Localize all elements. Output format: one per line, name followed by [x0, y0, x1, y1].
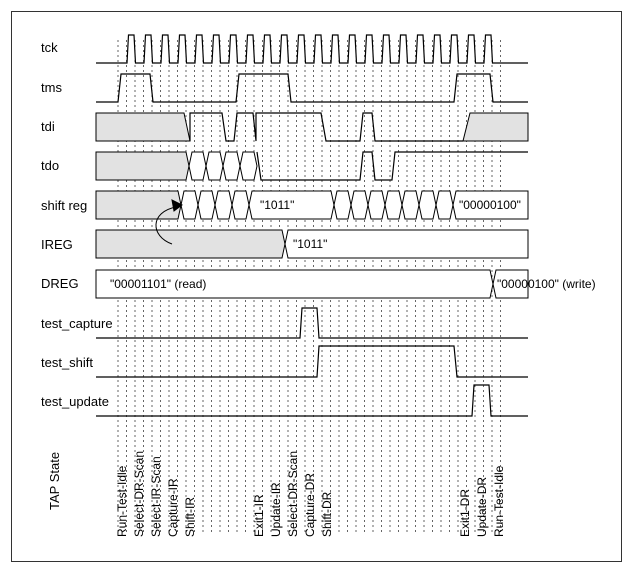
- dreg-read-value: [95, 269, 494, 299]
- tdi-undefined-region: [95, 112, 191, 142]
- signal-label-test-capture: test_capture: [41, 316, 113, 331]
- shift-reg-bit: [435, 190, 454, 220]
- tap-state-label: Update-DR: [475, 476, 489, 537]
- ireg-old-value: [95, 229, 286, 259]
- shift-reg-bit: [418, 190, 437, 220]
- tap-state-label: Select-DR-Scan: [132, 450, 146, 537]
- tdi-undefined-region-end: [462, 112, 529, 142]
- dreg-write-value: [492, 269, 529, 299]
- tap-state-label: Exit1-IR: [252, 494, 266, 537]
- signal-label-test-shift: test_shift: [41, 355, 94, 370]
- tdo-undefined-region: [95, 151, 190, 181]
- tap-state-label: Exit1-DR: [458, 488, 472, 537]
- signal-label-tck: tck: [41, 40, 58, 55]
- tms-waveform: [96, 73, 528, 103]
- tap-state-label: Shift-IR: [183, 496, 197, 537]
- tdo-bit: [205, 151, 224, 181]
- ireg-new-value: [284, 229, 529, 259]
- tap-state-title: TAP State: [47, 451, 62, 510]
- shift-reg-bit: [367, 190, 386, 220]
- shift-reg-bit: [401, 190, 420, 220]
- tck-waveform: [96, 34, 528, 64]
- test-shift-waveform: [96, 345, 528, 378]
- tap-state-label: Run-Test-Idle: [115, 465, 129, 537]
- shift-reg-dr-value: [452, 190, 529, 220]
- tap-state-label: Select-DR-Scan: [286, 450, 300, 537]
- tap-state-label: Capture-DR: [303, 472, 317, 537]
- tap-state-label: Capture-IR: [166, 478, 180, 537]
- tdo-bit: [188, 151, 207, 181]
- signal-label-test-update: test_update: [41, 394, 109, 409]
- signal-label-tdo: tdo: [41, 158, 60, 173]
- tap-state-label: Update-IR: [269, 482, 283, 537]
- ireg-value: "1011": [293, 237, 328, 251]
- shift-reg-bit: [180, 190, 199, 220]
- tdi-waveform: [189, 112, 463, 142]
- shift-reg-bit: [197, 190, 216, 220]
- shift-reg-bit: [231, 190, 250, 220]
- tdo-bit: [239, 151, 258, 181]
- capture-arrow-head: [171, 199, 183, 212]
- diagram-frame: [11, 11, 622, 562]
- signal-label-tdi: tdi: [41, 119, 55, 134]
- signal-label-tms: tms: [41, 80, 62, 95]
- shift-reg-bit: [333, 190, 352, 220]
- tap-state-label: Select-IR-Scan: [149, 456, 163, 537]
- tap-state-label: Shift-DR: [320, 491, 334, 537]
- test-capture-waveform: [96, 307, 528, 339]
- shift-reg-initial: [95, 190, 182, 220]
- signal-label-ireg: IREG: [41, 237, 73, 252]
- dreg-value-read: "00001101" (read): [110, 277, 207, 291]
- shift-reg-value-ir: "1011": [260, 198, 295, 212]
- shift-reg-bit: [350, 190, 369, 220]
- tdo-waveform: [256, 151, 528, 181]
- tdo-bit: [222, 151, 241, 181]
- signal-label-dreg: DREG: [41, 276, 79, 291]
- capture-arrow-curve: [155, 206, 177, 245]
- tap-state-label: Run-Test-Idle: [492, 465, 506, 537]
- shift-reg-bit: [214, 190, 233, 220]
- dreg-value-write: "00000100" (write): [497, 277, 596, 291]
- shift-reg-bit: [384, 190, 403, 220]
- shift-reg-value-dr: "00000100": [459, 198, 521, 212]
- signal-label-shift-reg: shift reg: [41, 198, 88, 213]
- test-update-waveform: [96, 384, 528, 417]
